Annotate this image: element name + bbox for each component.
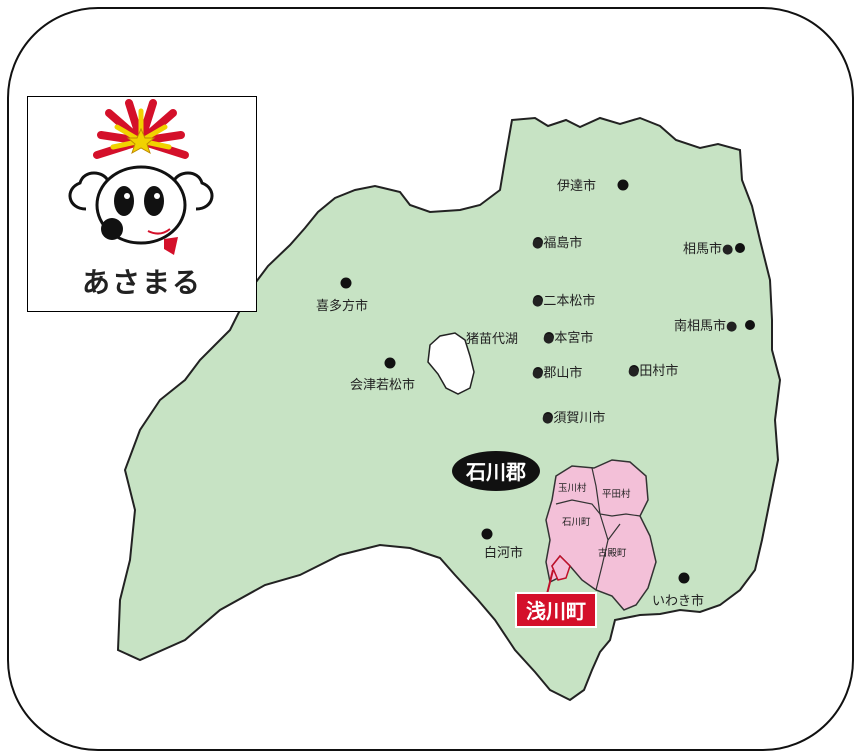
dot-tamura (629, 365, 639, 375)
dot-nihonmatsu (533, 295, 543, 305)
label-kitakata: 喜多方市 (316, 298, 368, 314)
dot-iwaki (678, 572, 690, 584)
mascot-name: あさまる (81, 266, 202, 299)
label-soma: 相馬市● (683, 241, 733, 257)
label-furudono: 古殿町 (598, 547, 627, 559)
county-label: 石川郡 (465, 460, 526, 484)
ishikawa-county-shape (545, 459, 657, 611)
lake-inawashiro-shape (427, 332, 475, 395)
dot-koriyama (533, 367, 543, 377)
dot-sukagawa (543, 412, 553, 422)
town-border-lines (555, 467, 641, 591)
dot-shirakawa (481, 528, 493, 540)
county-badge (452, 451, 540, 491)
label-aizuwakamatsu: 会津若松市 (350, 377, 415, 393)
label-sukagawa: ●須賀川市 (542, 410, 605, 426)
label-hirata: 平田村 (602, 488, 631, 500)
label-ishikawa: 石川町 (562, 517, 591, 528)
label-koriyama: ●郡山市 (532, 365, 582, 381)
label-shirakawa: 白河市 (484, 545, 523, 561)
asakawa-label: 浅川町 (526, 599, 586, 623)
asakawa-badge (515, 592, 597, 628)
label-motomiya: ●本宮市 (543, 330, 593, 346)
label-tamakawa: 玉川村 (558, 482, 587, 494)
city-dots (340, 179, 755, 584)
label-tamura: ●田村市 (628, 363, 678, 379)
mascot-illustration-icon (68, 99, 214, 255)
label-fukushima: ●福島市 (532, 235, 582, 251)
dot-date (617, 179, 629, 191)
dot-motomiya (544, 332, 554, 342)
label-iwaki: いわき市 (652, 593, 704, 609)
dot-soma (735, 243, 745, 253)
mascot-box: あさまる (27, 96, 257, 312)
dot-fukushima (533, 237, 543, 247)
label-lake-inawashiro: 猪苗代湖 (466, 332, 518, 347)
label-date: 伊達市 (557, 178, 596, 194)
dot-minamisoma (745, 320, 755, 330)
dot-aizuwakamatsu (384, 357, 396, 369)
label-nihonmatsu: ●二本松市 (532, 293, 595, 309)
dot-kitakata (340, 277, 352, 289)
label-minamisoma: 南相馬市● (674, 318, 737, 334)
asakawa-town-shape (551, 554, 571, 581)
